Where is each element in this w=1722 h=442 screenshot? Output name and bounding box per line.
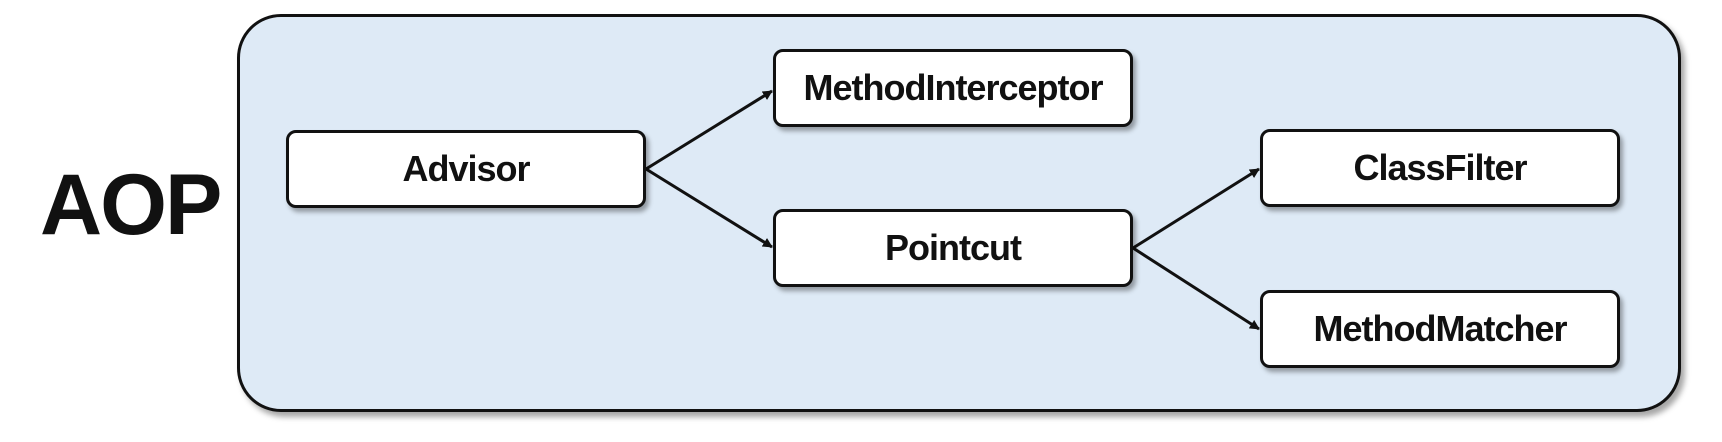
class-filter-node: ClassFilter [1260, 129, 1620, 207]
method-matcher-node: MethodMatcher [1260, 290, 1620, 368]
edge-pointcut-matcher [1132, 246, 1260, 331]
pointcut-node: Pointcut [773, 209, 1133, 287]
advisor-node: Advisor [286, 130, 646, 208]
edge-pointcut-classfilter [1132, 167, 1260, 250]
aop-title: AOP [40, 157, 222, 253]
edge-advisor-interceptor [645, 89, 773, 171]
method-interceptor-node: MethodInterceptor [773, 49, 1133, 127]
edge-advisor-pointcut [645, 167, 773, 249]
